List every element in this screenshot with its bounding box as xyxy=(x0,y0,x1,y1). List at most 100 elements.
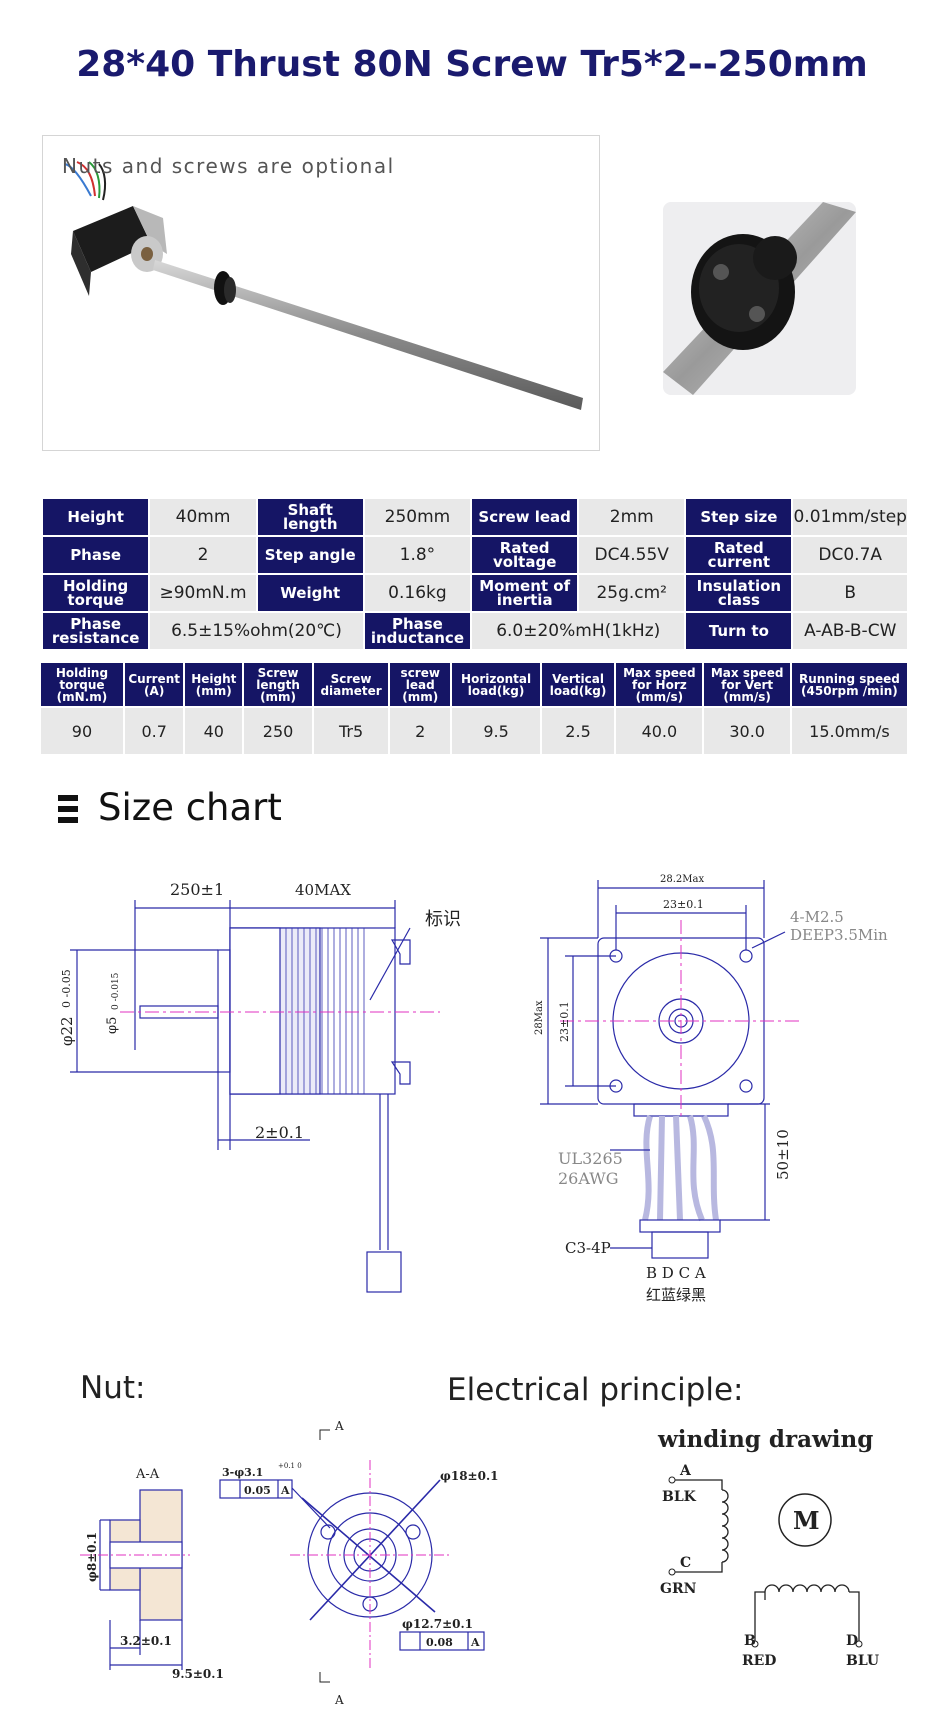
motor-label: M xyxy=(793,1506,820,1535)
datum-a: A xyxy=(280,1484,290,1497)
perf-value: 9.5 xyxy=(451,707,541,755)
perf-value: 2.5 xyxy=(540,707,616,755)
dim-dia5: φ5 xyxy=(105,1017,120,1034)
spec-value: 40mm xyxy=(149,498,257,536)
spec-header: Step angle xyxy=(256,536,364,574)
spec-value: ≥90mN.m xyxy=(149,574,257,612)
terminal-d: D xyxy=(846,1633,858,1649)
spec-value: 0.01mm/step xyxy=(792,498,908,536)
spec-header: Height xyxy=(42,498,150,536)
dim-dia22: φ22 xyxy=(58,1016,76,1046)
connector-label: C3-4P xyxy=(565,1239,611,1257)
datum-a-conc: A xyxy=(470,1636,480,1649)
nut-drawing: A A A-A φ8±0.1 3.2±0.1 9.5±0.1 3-φ3.1 +0… xyxy=(80,1420,499,1707)
spec-value: A-AB-B-CW xyxy=(792,612,908,650)
depth-label: DEEP3.5Min xyxy=(790,926,888,944)
spec-value: 2mm xyxy=(578,498,686,536)
section-label: A-A xyxy=(135,1467,160,1482)
perf-header: Running speed (450rpm /min) xyxy=(790,662,908,707)
dim-width-total: 28.2Max xyxy=(660,874,704,885)
dim-body: 40MAX xyxy=(295,881,351,899)
terminal-c: C xyxy=(680,1555,691,1571)
wire-blk: BLK xyxy=(662,1489,697,1505)
perf-header: Height (mm) xyxy=(184,662,244,707)
spec-value: 250mm xyxy=(363,498,472,536)
wire-colors: 红蓝绿黑 xyxy=(646,1286,706,1304)
perf-value: 15.0mm/s xyxy=(790,707,908,755)
product-photo-frame xyxy=(42,135,600,451)
perf-header: Max speed for Horz (mm/s) xyxy=(615,662,704,707)
perf-value: 2 xyxy=(389,707,452,755)
spec-header: Rated current xyxy=(685,536,793,574)
spec-value: 2 xyxy=(149,536,257,574)
perf-header: Holding torque (mN.m) xyxy=(40,662,124,707)
dim-shaft: 250±1 xyxy=(170,880,224,899)
dimension-drawing: 250±1 40MAX 标识 2±0.1 φ22 0 -0.05 φ5 0 -0… xyxy=(58,874,888,1304)
spec-header: Shaft length xyxy=(256,498,364,536)
perf-header: Horizontal load(kg) xyxy=(451,662,541,707)
spec-header: Phase xyxy=(42,536,150,574)
winding-diagram: winding drawing M A BLK C GRN B RED D BL… xyxy=(657,1426,879,1669)
perf-header: Max speed for Vert (mm/s) xyxy=(703,662,791,707)
spec-header: Moment of inertia xyxy=(471,574,579,612)
spec-header: Step size xyxy=(685,498,793,536)
perf-header: Current (A) xyxy=(123,662,185,707)
nut-photo xyxy=(663,202,856,395)
spec-header: Phase inductance xyxy=(363,612,472,650)
perf-value: 90 xyxy=(40,707,124,755)
position-tolerance: 0.05 xyxy=(244,1484,271,1497)
spec-header: Insulation class xyxy=(685,574,793,612)
spec-header: Weight xyxy=(256,574,364,612)
page-title: 28*40 Thrust 80N Screw Tr5*2--250mm xyxy=(76,44,868,85)
spec-value: DC0.7A xyxy=(792,536,908,574)
dim-dia22-tol: 0 -0.05 xyxy=(60,969,73,1008)
dim-dia5-tol: 0 -0.015 xyxy=(111,972,121,1010)
perf-header: Screw diameter xyxy=(313,662,390,707)
pin-labels: B D C A xyxy=(646,1264,706,1282)
perf-header: screw lead (mm) xyxy=(389,662,452,707)
motor-symbol xyxy=(778,1493,832,1547)
wire-grn: GRN xyxy=(660,1581,697,1597)
list-icon xyxy=(58,795,78,825)
holes-tolerance: +0.1 0 xyxy=(278,1462,302,1470)
holes-callout: 3-φ3.1 xyxy=(222,1466,263,1479)
spec-value: DC4.55V xyxy=(578,536,686,574)
wire-red: RED xyxy=(742,1653,776,1669)
spec-header: Rated voltage xyxy=(471,536,579,574)
wire-blu: BLU xyxy=(846,1653,879,1669)
spec-value: 25g.cm² xyxy=(578,574,686,612)
awg-label: 26AWG xyxy=(558,1169,619,1188)
perf-value: 30.0 xyxy=(703,707,791,755)
spec-value: 6.5±15%ohm(20℃) xyxy=(149,612,364,650)
dim-d8: φ8±0.1 xyxy=(85,1532,99,1582)
terminal-b: B xyxy=(744,1633,756,1649)
perf-value: Tr5 xyxy=(313,707,390,755)
perf-value: 250 xyxy=(243,707,314,755)
dim-lead: 50±10 xyxy=(774,1129,792,1180)
photo-caption: Nuts and screws are optional xyxy=(62,154,395,178)
holes-label: 4-M2.5 xyxy=(790,908,844,926)
dim-d18: φ18±0.1 xyxy=(440,1469,499,1483)
dim-w32: 3.2±0.1 xyxy=(120,1634,172,1648)
dim-height-holes: 23±0.1 xyxy=(558,1001,571,1042)
section-a-top: A xyxy=(334,1420,344,1433)
spec-header: Turn to xyxy=(685,612,793,650)
dim-width-holes: 23±0.1 xyxy=(663,898,704,911)
mark-label: 标识 xyxy=(425,909,461,930)
perf-value: 0.7 xyxy=(123,707,185,755)
dim-w95: 9.5±0.1 xyxy=(172,1667,224,1681)
perf-value: 40.0 xyxy=(615,707,704,755)
section-a-bottom: A xyxy=(334,1693,344,1707)
motor-screw-photo xyxy=(64,161,583,410)
perf-value: 40 xyxy=(184,707,244,755)
spec-value: 1.8° xyxy=(363,536,472,574)
spec-value: 6.0±20%mH(1kHz) xyxy=(471,612,686,650)
perf-header: Screw length (mm) xyxy=(243,662,314,707)
spec-table: Height 40mm Shaft length 250mm Screw lea… xyxy=(42,498,908,650)
winding-title: winding drawing xyxy=(657,1426,873,1453)
spec-header: Phase resistance xyxy=(42,612,150,650)
nut-label: Nut: xyxy=(80,1370,146,1406)
dim-height-total: 28Max xyxy=(534,1000,545,1035)
perf-header: Vertical load(kg) xyxy=(540,662,616,707)
spec-header: Screw lead xyxy=(471,498,579,536)
